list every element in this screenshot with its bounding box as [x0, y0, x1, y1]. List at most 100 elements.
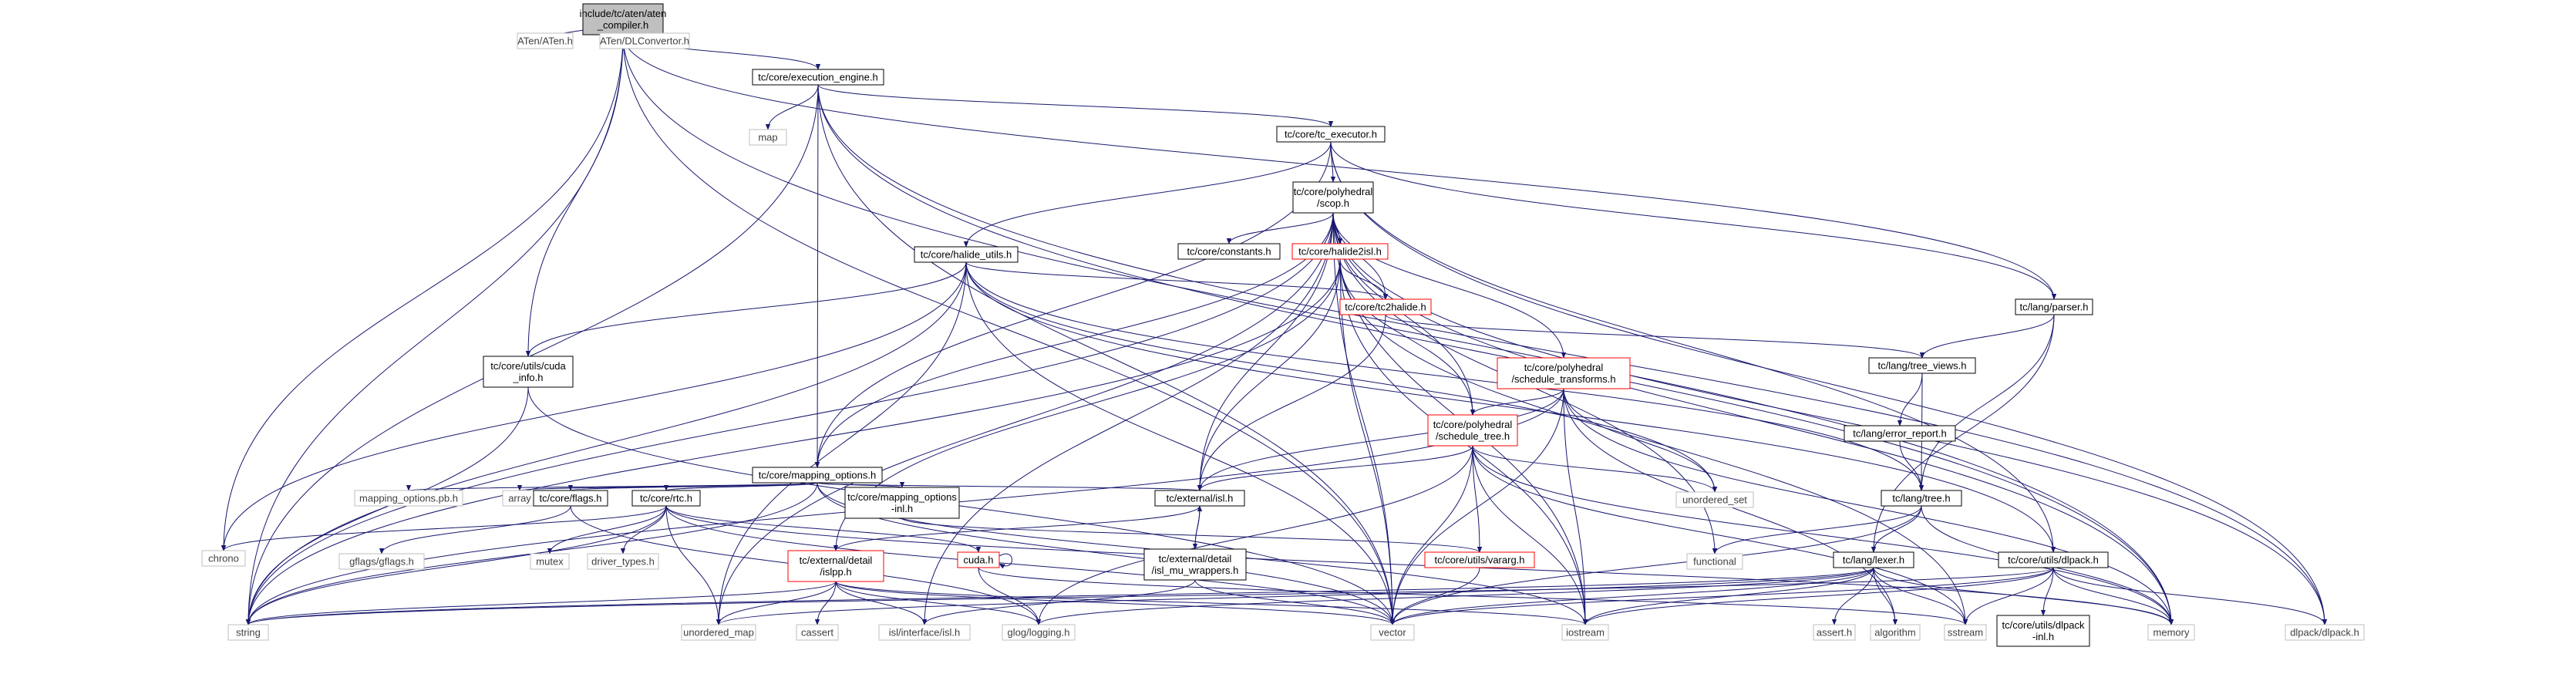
node-box [1370, 624, 1415, 641]
node-box [957, 551, 1000, 568]
edge-errreport-to-tree [1899, 440, 1924, 491]
edge-mapopts-to-isl [817, 482, 1202, 491]
edge-schedtrans-to-isl [1197, 388, 1564, 491]
node-treeviews[interactable]: tc/lang/tree_views.h [1868, 357, 1976, 374]
node-box [1868, 357, 1976, 374]
node-dlconv: ATen/DLConvertor.h [599, 32, 690, 49]
node-algorithm: algorithm [1870, 624, 1921, 641]
edge-islpp-to-string [245, 581, 837, 625]
node-label: tc/lang/tree_views.h [1878, 360, 1967, 372]
node-dlpackutil[interactable]: tc/core/utils/dlpack.h [1998, 551, 2109, 568]
node-box [752, 69, 884, 86]
node-functional: functional [1686, 553, 1743, 570]
node-box [1497, 357, 1631, 389]
node-box [1154, 490, 1245, 507]
node-box [2015, 298, 2093, 315]
node-map: map [749, 129, 787, 146]
node-parser[interactable]: tc/lang/parser.h [2015, 298, 2093, 315]
node-aten: ATen/ATen.h [517, 32, 574, 49]
node-label: tc/core/polyhedral [1433, 419, 1513, 430]
node-halide2isl[interactable]: tc/core/halide2isl.h [1291, 243, 1389, 260]
node-schedtree[interactable]: tc/core/polyhedral/schedule_tree.h [1427, 414, 1518, 447]
node-box [787, 550, 884, 582]
node-tree[interactable]: tc/lang/tree.h [1881, 490, 1962, 507]
edge-cuda-to-glog [978, 567, 1042, 625]
edge-dlpackutil-to-string [246, 567, 2054, 625]
node-dlpackinl[interactable]: tc/core/utils/dlpack-inl.h [1996, 615, 2090, 647]
node-label: tc/core/constants.h [1187, 246, 1271, 258]
edge-scop-to-isl [1197, 212, 1334, 491]
edge-cudainfo-to-vector [527, 386, 1396, 625]
edge-scop-to-dlpackh [1332, 212, 2328, 625]
node-constants[interactable]: tc/core/constants.h [1177, 243, 1281, 260]
node-rtc[interactable]: tc/core/rtc.h [631, 490, 701, 507]
edge-parser-to-treeviews [1919, 314, 2055, 359]
node-mutex: mutex [530, 553, 570, 570]
node-schedtrans[interactable]: tc/core/polyhedral/schedule_transforms.h [1497, 357, 1631, 389]
node-isl[interactable]: tc/external/isl.h [1154, 490, 1245, 507]
node-box [1686, 553, 1743, 570]
edge-lexer-to-sstream [1873, 567, 1968, 625]
edge-tcexec-to-dlpackutil [1330, 141, 2056, 553]
node-label: tc/core/execution_engine.h [758, 72, 877, 83]
node-box [1424, 551, 1535, 568]
node-errreport[interactable]: tc/lang/error_report.h [1844, 425, 1956, 442]
node-box [1143, 548, 1247, 581]
edge-execeng-to-map [765, 84, 819, 130]
node-label: tc/external/detail [800, 554, 873, 566]
edge-schedtrans-to-vector [1389, 388, 1564, 625]
edge-execeng-to-mapopts [814, 84, 820, 468]
edge-islpp-to-iostream [835, 581, 1588, 625]
node-label: chrono [208, 553, 239, 565]
edge-dlpackutil-to-sstream [1962, 567, 2054, 625]
edge-lexer-to-memory [1873, 567, 2174, 625]
node-flags[interactable]: tc/core/flags.h [533, 490, 608, 507]
node-cudainfo[interactable]: tc/core/utils/cuda_info.h [483, 356, 574, 388]
node-mapinl[interactable]: tc/core/mapping_options-inl.h [844, 487, 960, 519]
node-label: tc/external/isl.h [1167, 493, 1234, 504]
edge-execeng-to-vector [817, 84, 1396, 625]
node-box [631, 490, 701, 507]
node-islmu[interactable]: tc/external/detail/isl_mu_wrappers.h [1143, 548, 1247, 581]
node-lexer[interactable]: tc/lang/lexer.h [1833, 551, 1914, 568]
node-label: tc/core/utils/dlpack [2002, 619, 2085, 631]
node-label: unordered_map [683, 627, 754, 639]
node-box [338, 553, 425, 570]
node-box [354, 490, 463, 507]
node-box [1813, 624, 1856, 641]
node-label: iostream [1566, 627, 1605, 639]
edge-tcexec-to-parser [1330, 141, 2057, 300]
node-mapopts[interactable]: tc/core/mapping_options.h [752, 467, 883, 484]
node-tcexec[interactable]: tc/core/tc_executor.h [1276, 126, 1386, 143]
edge-rtc-to-memory [665, 505, 2174, 625]
node-label: array [508, 493, 531, 504]
node-label: mapping_options.pb.h [359, 493, 458, 504]
node-execeng[interactable]: tc/core/execution_engine.h [752, 69, 884, 86]
edge-rtc-to-cuda [665, 505, 982, 553]
node-box [1292, 181, 1374, 214]
node-cuda[interactable]: cuda.h [957, 551, 1000, 568]
node-compiler[interactable]: include/tc/aten/aten_compiler.h [580, 3, 667, 35]
node-vararg[interactable]: tc/core/utils/vararg.h [1424, 551, 1535, 568]
node-scop[interactable]: tc/core/polyhedral/scop.h [1292, 181, 1374, 214]
edge-execeng-to-tcexec [817, 84, 1334, 127]
node-label: dlpack/dlpack.h [2290, 627, 2359, 639]
node-box [1339, 298, 1432, 315]
node-label: map [758, 132, 777, 143]
node-box [914, 246, 1019, 263]
node-label: string [236, 627, 261, 639]
node-box [878, 624, 971, 641]
node-islisl: isl/interface/isl.h [878, 624, 971, 641]
node-halideutils[interactable]: tc/core/halide_utils.h [914, 246, 1019, 263]
node-memory: memory [2147, 624, 2195, 641]
node-label: tc/core/rtc.h [640, 493, 692, 504]
node-label: ATen/DLConvertor.h [600, 35, 689, 47]
edge-tree-to-functional [1712, 505, 1922, 554]
node-islpp[interactable]: tc/external/detail/islpp.h [787, 550, 884, 582]
node-asserth: assert.h [1813, 624, 1856, 641]
node-box [530, 553, 570, 570]
node-tc2halide[interactable]: tc/core/tc2halide.h [1339, 298, 1432, 315]
edge-schedtrans-to-schedtree [1470, 388, 1564, 416]
node-box [681, 624, 756, 641]
edge-schedtrans-to-unset [1563, 388, 1718, 493]
